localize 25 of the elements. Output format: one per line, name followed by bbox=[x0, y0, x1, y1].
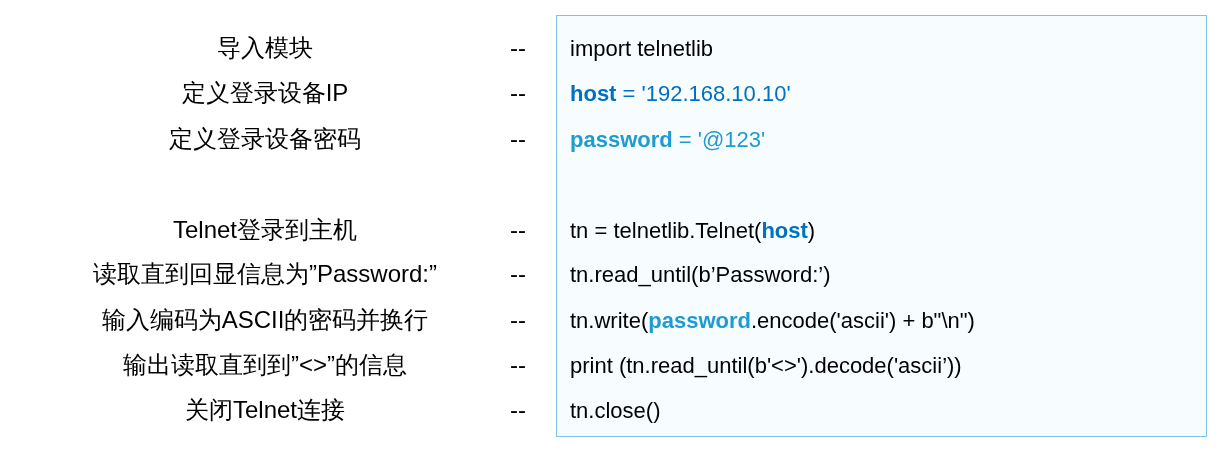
code-line: tn.read_until(b’Password:’) bbox=[570, 262, 831, 288]
separator-dash: -- bbox=[510, 306, 526, 334]
separator-dash: -- bbox=[510, 351, 526, 379]
code-line: print (tn.read_until(b'<>').decode('ascii’)) bbox=[570, 353, 962, 379]
code-panel bbox=[556, 15, 1207, 437]
description-text: 导入模块 bbox=[217, 33, 313, 63]
code-line: tn = telnetlib.Telnet(host) bbox=[570, 218, 816, 244]
code-line: tn.write(password.encode('ascii') + b"\n") bbox=[570, 308, 975, 334]
separator-dash: -- bbox=[510, 396, 526, 424]
description-text: 定义登录设备密码 bbox=[169, 124, 361, 154]
separator-dash: -- bbox=[510, 125, 526, 153]
separator-dash: -- bbox=[510, 260, 526, 288]
description-text: Telnet登录到主机 bbox=[173, 215, 357, 245]
description-text: 关闭Telnet连接 bbox=[185, 395, 345, 425]
code-line: import telnetlib bbox=[570, 36, 714, 62]
description-text: 读取直到回显信息为”Password:” bbox=[93, 259, 437, 289]
code-line: host = '192.168.10.10' bbox=[570, 81, 791, 107]
separator-dash: -- bbox=[510, 79, 526, 107]
separator-dash: -- bbox=[510, 34, 526, 62]
description-text: 输入编码为ASCII的密码并换行 bbox=[101, 305, 429, 335]
description-text: 定义登录设备IP bbox=[181, 78, 349, 108]
separator-dash: -- bbox=[510, 216, 526, 244]
code-line: tn.close() bbox=[570, 398, 661, 424]
description-text: 输出读取直到到”<>”的信息 bbox=[123, 350, 407, 380]
code-line: password = '@123' bbox=[570, 127, 766, 153]
